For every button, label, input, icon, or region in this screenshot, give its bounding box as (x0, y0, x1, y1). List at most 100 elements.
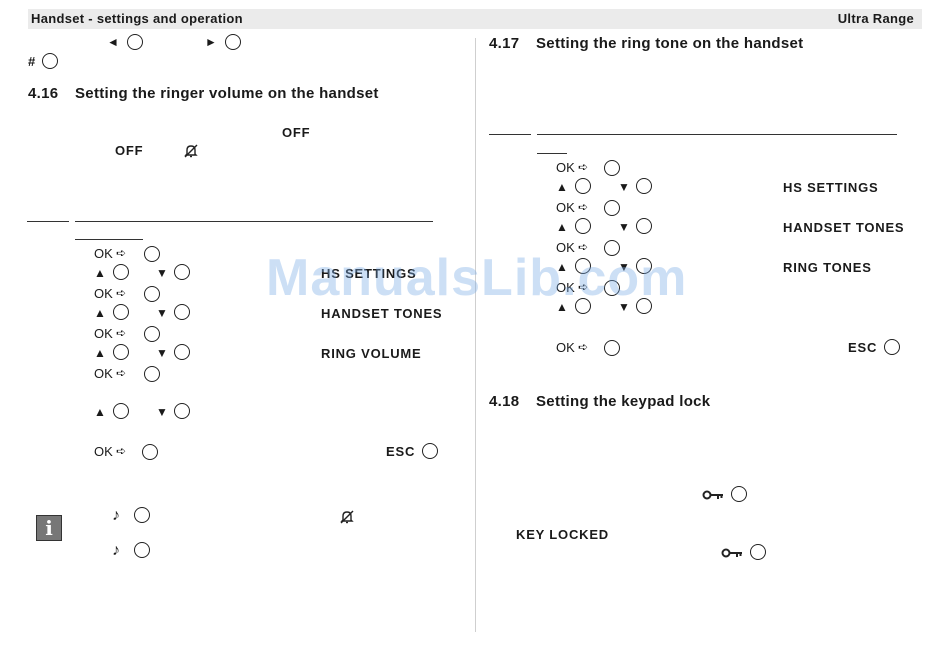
watermark: ManualsLib.com (266, 249, 688, 307)
arrow-up-icon: ▲ (556, 180, 568, 194)
ok-key-label: OK (556, 200, 575, 215)
key-circle (575, 218, 591, 234)
key-circle (142, 444, 158, 460)
key-circle (144, 286, 160, 302)
ok-key-label: OK (556, 160, 575, 175)
arrow-up-icon: ▲ (94, 346, 106, 360)
step-label-ring-tones: RING TONES (783, 260, 872, 275)
key-circle (42, 53, 58, 69)
key-circle (575, 298, 591, 314)
enter-arrow-icon: ➪ (578, 280, 589, 294)
arrow-down-icon: ▼ (156, 306, 168, 320)
key-circle (144, 366, 160, 382)
header-product-name: Ultra Range (837, 11, 914, 26)
key-circle (422, 443, 438, 459)
key-circle (113, 344, 129, 360)
enter-arrow-icon: ➪ (578, 240, 589, 254)
key-circle (636, 218, 652, 234)
arrow-left-icon: ◄ (107, 35, 119, 49)
ok-key-label: OK (94, 326, 113, 341)
step-label-hs-settings: HS SETTINGS (783, 180, 879, 195)
key-circle (134, 507, 150, 523)
key-circle (174, 264, 190, 280)
arrow-up-icon: ▲ (94, 306, 106, 320)
key-circle (731, 486, 747, 502)
arrow-right-icon: ► (205, 35, 217, 49)
key-circle (884, 339, 900, 355)
ok-key-label: OK (94, 444, 113, 459)
column-divider (475, 38, 476, 632)
enter-arrow-icon: ➪ (116, 366, 127, 380)
arrow-up-icon: ▲ (556, 260, 568, 274)
key-circle (144, 326, 160, 342)
table-rule (75, 239, 143, 240)
table-rule (537, 134, 897, 135)
off-label: OFF (115, 143, 144, 158)
key-circle (636, 258, 652, 274)
off-label: OFF (282, 125, 311, 140)
key-circle (113, 403, 129, 419)
key-circle (113, 264, 129, 280)
bell-off-icon (184, 144, 198, 158)
enter-arrow-icon: ➪ (116, 326, 127, 340)
key-circle (113, 304, 129, 320)
arrow-up-icon: ▲ (94, 405, 106, 419)
key-circle (174, 304, 190, 320)
music-note-icon: ♪ (112, 507, 120, 524)
key-circle (604, 240, 620, 256)
table-rule (489, 134, 531, 135)
arrow-up-icon: ▲ (556, 300, 568, 314)
key-circle (174, 403, 190, 419)
arrow-up-icon: ▲ (94, 266, 106, 280)
page-header: Handset - settings and operation Ultra R… (28, 9, 922, 29)
ok-key-label: OK (556, 240, 575, 255)
key-locked-label: KEY LOCKED (516, 527, 609, 542)
arrow-down-icon: ▼ (618, 180, 630, 194)
step-label-ring-volume: RING VOLUME (321, 346, 422, 361)
step-label-hs-settings: HS SETTINGS (321, 266, 417, 281)
arrow-down-icon: ▼ (618, 260, 630, 274)
key-circle (604, 160, 620, 176)
table-rule (537, 153, 567, 154)
key-circle (144, 246, 160, 262)
step-label-handset-tones: HANDSET TONES (783, 220, 905, 235)
key-circle (636, 298, 652, 314)
table-rule (75, 221, 433, 222)
ok-key-label: OK (556, 280, 575, 295)
key-icon (702, 490, 723, 500)
ok-key-label: OK (94, 286, 113, 301)
enter-arrow-icon: ➪ (578, 200, 589, 214)
arrow-down-icon: ▼ (156, 266, 168, 280)
ok-key-label: OK (94, 366, 113, 381)
key-circle (575, 258, 591, 274)
enter-arrow-icon: ➪ (578, 340, 589, 354)
key-circle (575, 178, 591, 194)
ok-key-label: OK (556, 340, 575, 355)
enter-arrow-icon: ➪ (116, 286, 127, 300)
key-circle (127, 34, 143, 50)
key-circle (604, 280, 620, 296)
table-rule (27, 221, 69, 222)
info-icon: i (36, 515, 62, 541)
arrow-down-icon: ▼ (618, 300, 630, 314)
key-circle (604, 340, 620, 356)
esc-key-label: ESC (848, 340, 878, 355)
key-circle (134, 542, 150, 558)
ok-key-label: OK (94, 246, 113, 261)
enter-arrow-icon: ➪ (116, 246, 127, 260)
music-note-icon: ♪ (112, 542, 120, 559)
header-section-title: Handset - settings and operation (31, 11, 243, 26)
enter-arrow-icon: ➪ (116, 444, 127, 458)
arrow-down-icon: ▼ (156, 346, 168, 360)
key-icon (721, 548, 742, 558)
key-circle (750, 544, 766, 560)
key-circle (225, 34, 241, 50)
enter-arrow-icon: ➪ (578, 160, 589, 174)
key-circle (636, 178, 652, 194)
key-circle (604, 200, 620, 216)
key-circle (174, 344, 190, 360)
esc-key-label: ESC (386, 444, 416, 459)
